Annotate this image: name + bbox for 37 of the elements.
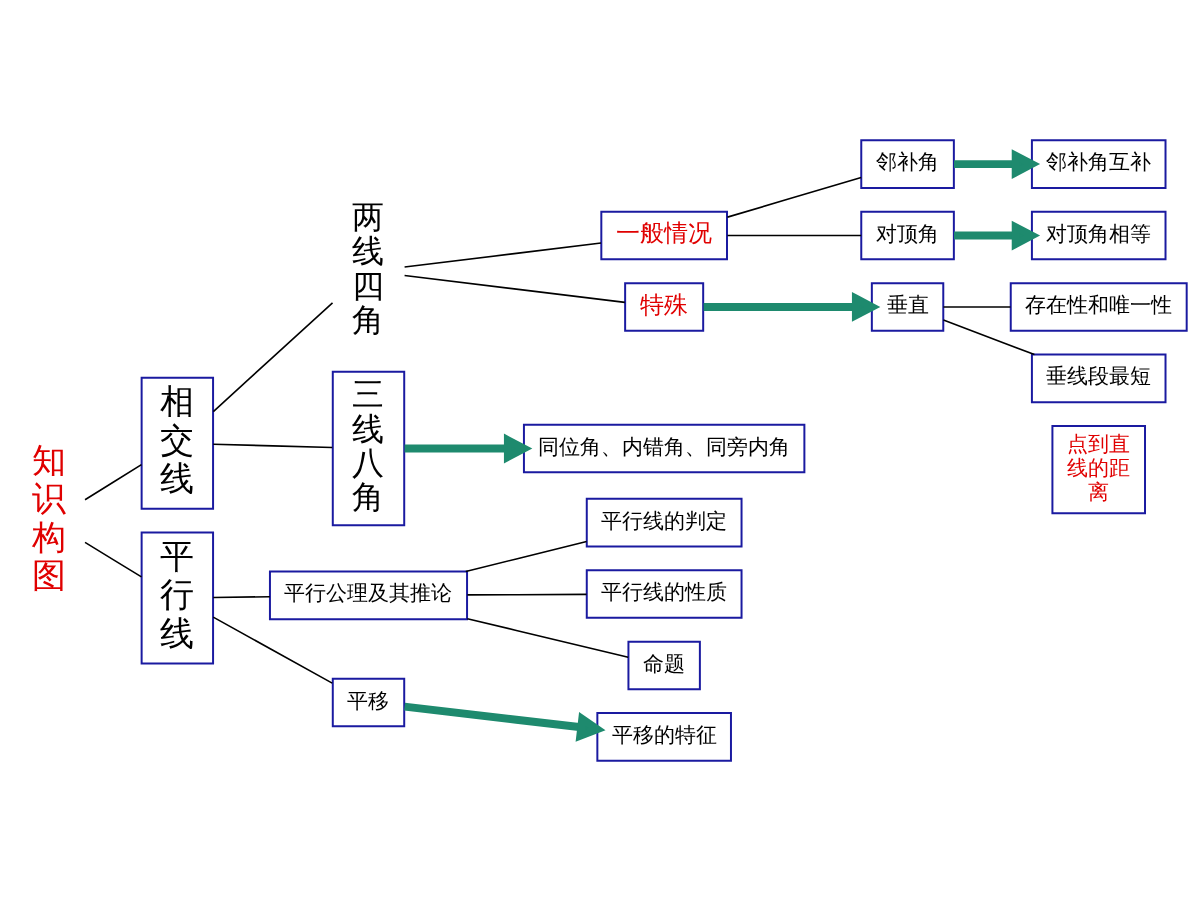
connector xyxy=(403,274,626,303)
node-text: 两线四角 xyxy=(352,198,385,338)
node-box: 点到直线的距离 xyxy=(1051,424,1146,514)
node-box: 平行线 xyxy=(140,531,215,664)
node-box: 特殊 xyxy=(624,281,705,332)
connector xyxy=(84,541,143,578)
connector xyxy=(212,615,333,684)
node-box: 同位角、内错角、同旁内角 xyxy=(522,423,806,473)
node-text: 知识构图 xyxy=(32,439,67,595)
connector xyxy=(403,241,602,268)
node-box: 对顶角 xyxy=(860,210,955,260)
node-box: 一般情况 xyxy=(600,210,728,260)
connector xyxy=(212,595,271,598)
connector xyxy=(464,540,588,572)
node-box: 平移的特征 xyxy=(596,711,732,762)
node-box: 三线八角 xyxy=(331,370,406,526)
node-box: 相交线 xyxy=(140,376,215,510)
connector xyxy=(84,463,143,501)
node-box: 平行线的性质 xyxy=(585,568,743,619)
connector xyxy=(942,318,1036,355)
node-box: 命题 xyxy=(627,640,701,690)
connector xyxy=(942,305,1012,308)
connector xyxy=(726,176,862,218)
connector xyxy=(212,442,333,448)
connector xyxy=(726,234,862,236)
connector xyxy=(212,301,334,412)
node-box: 平行公理及其推论 xyxy=(268,570,469,620)
node-box: 平行线的判定 xyxy=(585,497,743,547)
node-box: 垂线段最短 xyxy=(1030,353,1167,403)
node-box: 对顶角相等 xyxy=(1030,210,1167,260)
node-box: 存在性和唯一性 xyxy=(1009,281,1188,332)
node-box: 邻补角互补 xyxy=(1030,138,1167,189)
connector xyxy=(466,593,588,596)
node-box: 平移 xyxy=(331,677,406,727)
connector xyxy=(466,617,629,658)
node-box: 垂直 xyxy=(870,281,945,332)
node-box: 邻补角 xyxy=(860,138,955,189)
